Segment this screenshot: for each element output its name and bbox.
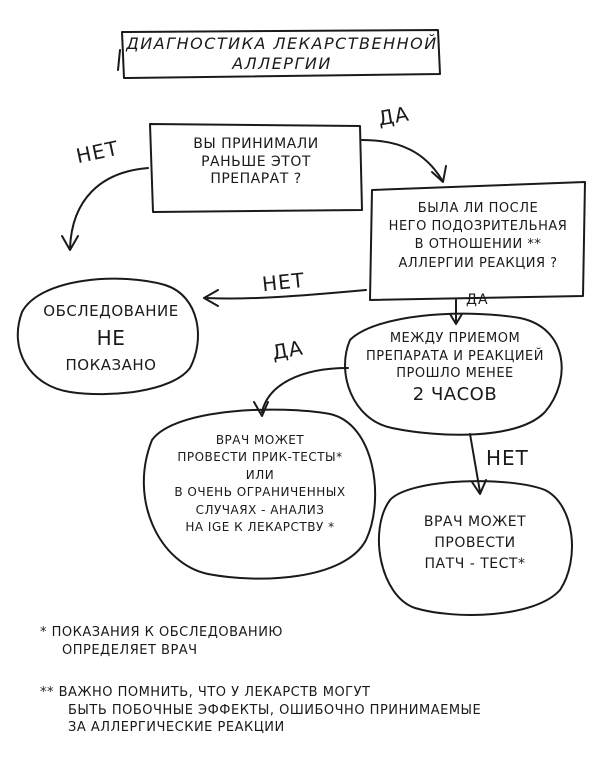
arrow-no-1 (61, 167, 149, 251)
arrow-yes-3 (253, 367, 349, 417)
edge-label-yes-2: ДА (466, 292, 489, 308)
q-suspicious-reaction-box (369, 181, 586, 301)
prick-tests-text: Врач может провести прик-тесты* или в оч… (174, 433, 346, 534)
arrow-yes-1 (361, 139, 447, 183)
edge-label-no-3: НЕТ (486, 446, 529, 470)
arrow-no-2 (203, 289, 367, 307)
q-taken-before-text: Вы принимали раньше этот препарат ? (193, 136, 319, 187)
patch-test-blob (377, 480, 573, 616)
q-taken-before-box (149, 123, 363, 213)
q-suspicious-reaction-text: Была ли после него подозрительная в отно… (388, 201, 568, 271)
edge-label-no-2: НЕТ (260, 267, 307, 297)
title-box (117, 29, 441, 79)
diagram-title: Диагностика лекарственной аллергии (126, 34, 438, 73)
arrow-no-3 (469, 433, 487, 495)
patch-test-text: Врач может провести патч - тест* (423, 514, 527, 572)
not-indicated-text: Обследование не показано (43, 302, 179, 375)
footnote-single-star: * Показания к обследованию определяет вр… (40, 625, 283, 658)
prick-tests-blob (142, 408, 377, 580)
not-indicated-blob (16, 277, 199, 396)
q-under-2h-text: Между приемом препарата и реакцией прошл… (366, 331, 544, 405)
arrow-yes-2 (449, 299, 463, 325)
footnote-double-star: ** Важно помнить, что у лекарств могут б… (40, 685, 482, 736)
q-under-2h-blob (344, 312, 563, 436)
